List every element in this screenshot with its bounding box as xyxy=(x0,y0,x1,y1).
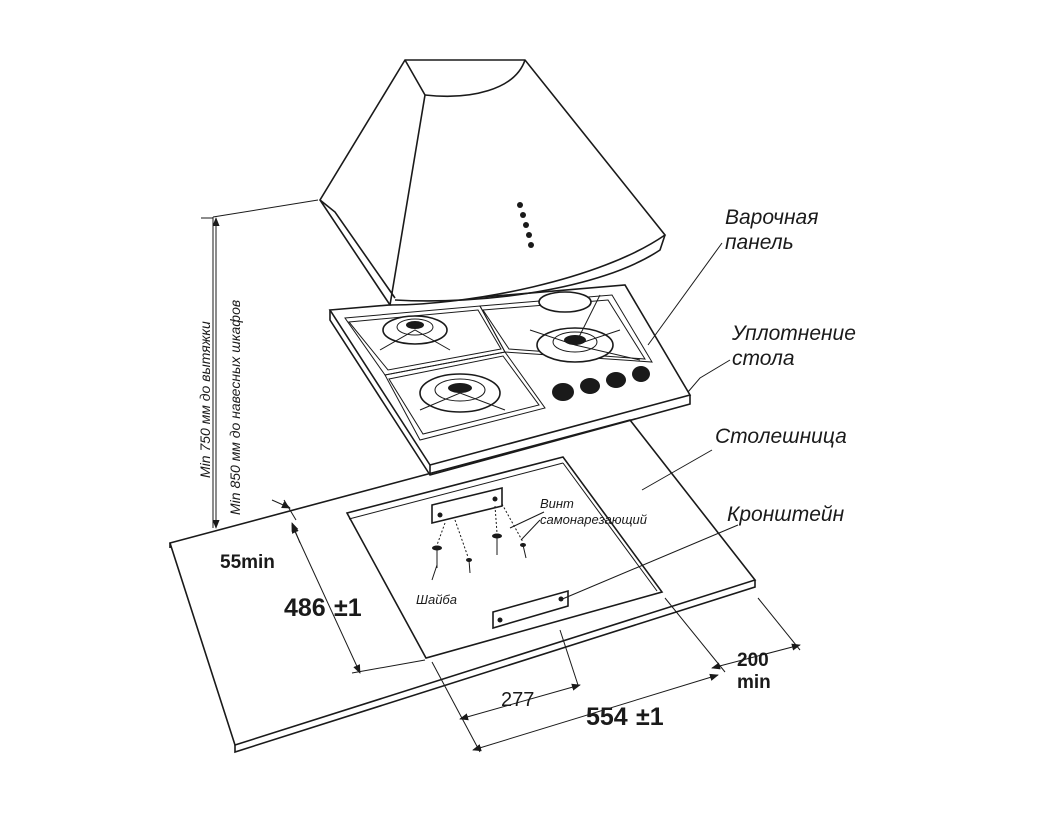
dim-width-tol: ±1 xyxy=(636,703,664,731)
countertop-cutout xyxy=(345,456,664,659)
text-labels: Варочная панель Уплотнение стола Столешн… xyxy=(197,206,856,731)
label-countertop: Столешница xyxy=(715,425,847,448)
dim-depth: 486 xyxy=(284,594,326,622)
label-hob-line2: панель xyxy=(725,231,794,254)
dim-front-gap: 55min xyxy=(220,552,275,573)
label-seal-line2: стола xyxy=(732,347,795,370)
bracket-front xyxy=(492,589,569,630)
dim-depth-tol: ±1 xyxy=(334,594,362,622)
dim-side-gap-line1: 200 xyxy=(737,650,769,671)
label-height-cabinets: Min 850 мм до навесных шкафов xyxy=(227,300,243,515)
label-height-hood: Min 750 мм до вытяжки xyxy=(197,321,213,478)
hood-buttons xyxy=(517,202,534,248)
label-screw-line1: Винт xyxy=(540,496,574,511)
leader-lines xyxy=(431,242,739,601)
bracket-rear xyxy=(431,486,503,525)
dimension-lines xyxy=(201,199,801,753)
label-screw-line2: самонарезающий xyxy=(540,512,647,527)
burner-rear-right xyxy=(538,291,592,313)
control-knobs xyxy=(552,366,650,401)
dim-half-width: 277 xyxy=(501,689,534,711)
burner-front-left xyxy=(419,373,501,413)
label-hob-line1: Варочная xyxy=(725,206,818,229)
label-bracket: Кронштейн xyxy=(727,503,845,526)
dim-side-gap-line2: min xyxy=(737,672,771,693)
label-seal-line1: Уплотнение xyxy=(731,322,856,345)
dim-width: 554 xyxy=(586,703,628,731)
range-hood xyxy=(319,59,667,306)
screws xyxy=(432,503,527,574)
label-washer: Шайба xyxy=(416,592,457,607)
